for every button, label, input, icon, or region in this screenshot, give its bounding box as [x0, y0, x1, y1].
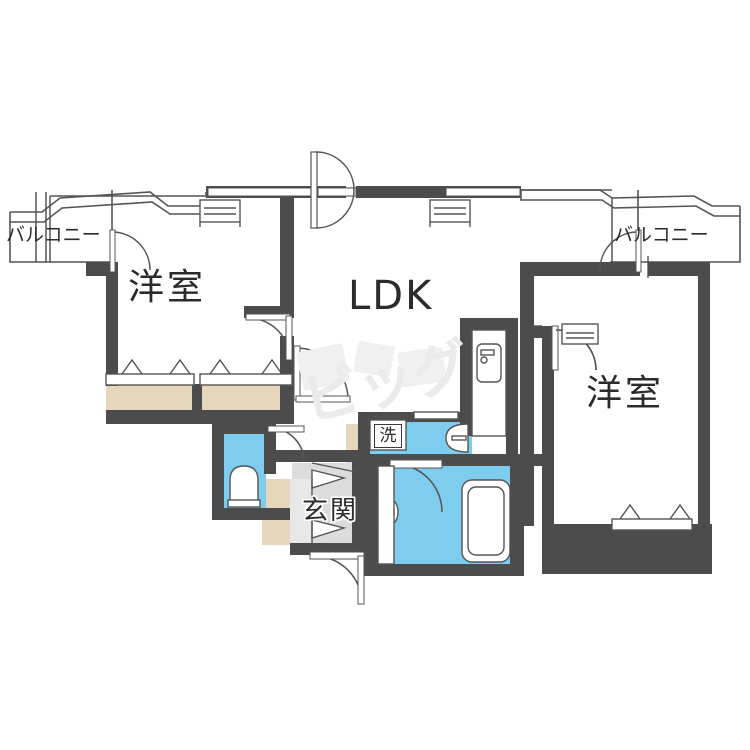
- wall-toilet-south: [212, 508, 290, 520]
- air-conditioner-symbols: [199, 199, 599, 345]
- wall-toilet-east: [264, 424, 276, 474]
- entrance-door-swing: [313, 555, 363, 605]
- wall-bathroom-south: [364, 564, 524, 576]
- closet-slide-mark-6: [669, 503, 691, 520]
- window-lines: [35, 187, 613, 262]
- closet-slide-mark-4: [261, 358, 283, 375]
- wall-toilet-west: [212, 424, 224, 520]
- closet-left-a-front: [105, 373, 195, 386]
- closet-slide-mark-5: [619, 503, 641, 520]
- closet-slide-mark-2: [169, 358, 191, 375]
- air-conditioner-right-bedroom: [561, 323, 599, 345]
- wall-washroom-west: [358, 412, 370, 460]
- wall-genkan-east: [352, 462, 364, 556]
- wall-bathroom-west: [364, 454, 378, 576]
- laundry-label-box: 洗: [374, 424, 402, 448]
- wall-left-bedroom-west: [106, 264, 118, 386]
- wall-top-mid: [356, 186, 446, 198]
- kitchen-faucet: [480, 349, 495, 356]
- wall-right-bedroom-south: [542, 524, 712, 574]
- room-label-balcony-left: バルコニー: [6, 224, 101, 246]
- room-label-western-room-right: 洋室: [586, 373, 665, 414]
- closet-slide-mark-3: [209, 358, 231, 375]
- wall-closet-divider: [192, 384, 202, 412]
- room-label-genkan: 玄関: [302, 496, 359, 526]
- wall-right-bedroom-inner: [542, 326, 554, 524]
- bathroom-dry-area: [377, 465, 395, 565]
- wall-right-bedroom-west-upper: [520, 264, 534, 326]
- room-label-ldk: LDK: [348, 273, 434, 319]
- vent-plate: [413, 411, 459, 420]
- furniture-ghosts: [296, 340, 447, 391]
- wall-washroom-east: [506, 412, 518, 464]
- toilet-tank: [227, 499, 261, 508]
- window-left-bedroom: [207, 187, 315, 197]
- genkan-step-fill: [290, 479, 312, 545]
- vanity-faucet: [451, 435, 467, 441]
- closet-left-b-front: [199, 373, 293, 386]
- wall-corridor-north: [276, 450, 368, 462]
- balcony-right-door-swing: [599, 231, 639, 271]
- laundry-label: 洗: [379, 425, 397, 446]
- kitchen-tap-knob: [480, 356, 488, 364]
- interior-outlines: [105, 325, 693, 565]
- toilet-bowl: [229, 465, 259, 505]
- balcony-left-door-swing: [111, 231, 151, 271]
- air-conditioner-left-bedroom: [199, 199, 241, 227]
- wall-kitchen-east: [506, 318, 518, 438]
- wall-ldk-west: [280, 186, 294, 306]
- closet-slide-mark-1: [121, 358, 143, 375]
- wall-toilet-north: [212, 424, 276, 434]
- room-label-balcony-right: バルコニー: [614, 224, 709, 246]
- window-sashes: [207, 187, 521, 197]
- closet-left-b-fill: [200, 384, 292, 412]
- bathtub-inner: [467, 486, 505, 556]
- wall-right-bedroom-east: [698, 262, 710, 574]
- wall-right-bedroom-top-2: [648, 262, 710, 276]
- closet-left-a-fill: [106, 384, 194, 412]
- room-label-western-room-left: 洋室: [128, 267, 207, 308]
- closet-right-front: [611, 518, 693, 531]
- wall-bathroom-east: [510, 454, 524, 576]
- air-conditioner-ldk: [429, 199, 471, 227]
- wall-bathroom-east-strip: [510, 454, 554, 466]
- ldk-entry-door-swing: [315, 151, 355, 229]
- window-ldk-left: [317, 187, 357, 197]
- window-ldk-right: [445, 187, 521, 197]
- wall-left-bedroom-south: [106, 410, 292, 424]
- wall-kitchen-north: [460, 318, 518, 330]
- wall-kitchen-west: [460, 318, 472, 436]
- wall-right-bedroom-top: [520, 262, 640, 276]
